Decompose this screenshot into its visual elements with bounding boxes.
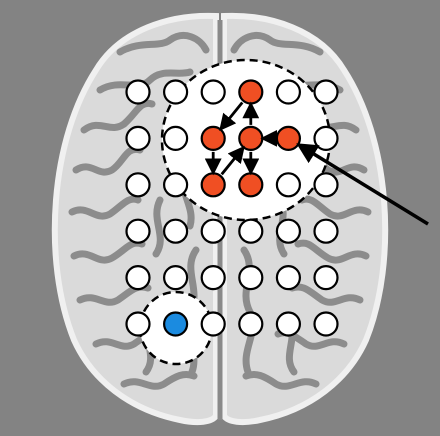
electrode-r4-c0 bbox=[125, 265, 151, 291]
electrode-r2-c0 bbox=[125, 172, 151, 198]
electrode-active-r1-c4 bbox=[275, 125, 301, 151]
electrode-active-r0-c3 bbox=[238, 79, 264, 105]
electrode-r2-c5 bbox=[313, 172, 339, 198]
electrode-r2-c1 bbox=[163, 172, 189, 198]
electrode-r2-c4 bbox=[275, 172, 301, 198]
electrode-r1-c0 bbox=[125, 125, 151, 151]
electrode-r3-c2 bbox=[200, 218, 226, 244]
electrode-r0-c0 bbox=[125, 79, 151, 105]
electrode-active-r2-c3 bbox=[238, 172, 264, 198]
electrode-r3-c4 bbox=[275, 218, 301, 244]
electrode-r5-c2 bbox=[200, 311, 226, 337]
electrode-r4-c1 bbox=[163, 265, 189, 291]
electrode-r3-c1 bbox=[163, 218, 189, 244]
electrode-r3-c3 bbox=[238, 218, 264, 244]
electrode-r0-c5 bbox=[313, 79, 339, 105]
electrode-r4-c5 bbox=[313, 265, 339, 291]
electrode-r5-c3 bbox=[238, 311, 264, 337]
electrode-grid bbox=[125, 79, 339, 337]
electrode-r5-c5 bbox=[313, 311, 339, 337]
pointer-arrow bbox=[296, 143, 429, 226]
propagation-arrows bbox=[204, 101, 278, 176]
electrode-r0-c1 bbox=[163, 79, 189, 105]
electrode-r4-c3 bbox=[238, 265, 264, 291]
electrode-r0-c2 bbox=[200, 79, 226, 105]
pointer-line bbox=[296, 143, 429, 226]
electrode-active-r1-c3 bbox=[238, 125, 264, 151]
electrode-r5-c4 bbox=[275, 311, 301, 337]
electrode-r1-c5 bbox=[313, 125, 339, 151]
electrode-r4-c4 bbox=[275, 265, 301, 291]
electrode-r0-c4 bbox=[275, 79, 301, 105]
propagation-arrow-0 bbox=[219, 101, 244, 132]
electrode-active-r2-c2 bbox=[200, 172, 226, 198]
electrode-r1-c1 bbox=[163, 125, 189, 151]
electrode-source-r5-c1 bbox=[163, 311, 189, 337]
electrode-r3-c5 bbox=[313, 218, 339, 244]
propagation-arrow-4 bbox=[220, 145, 245, 176]
electrode-r3-c0 bbox=[125, 218, 151, 244]
electrode-r5-c0 bbox=[125, 311, 151, 337]
electrode-r4-c2 bbox=[200, 265, 226, 291]
electrode-active-r1-c2 bbox=[200, 125, 226, 151]
